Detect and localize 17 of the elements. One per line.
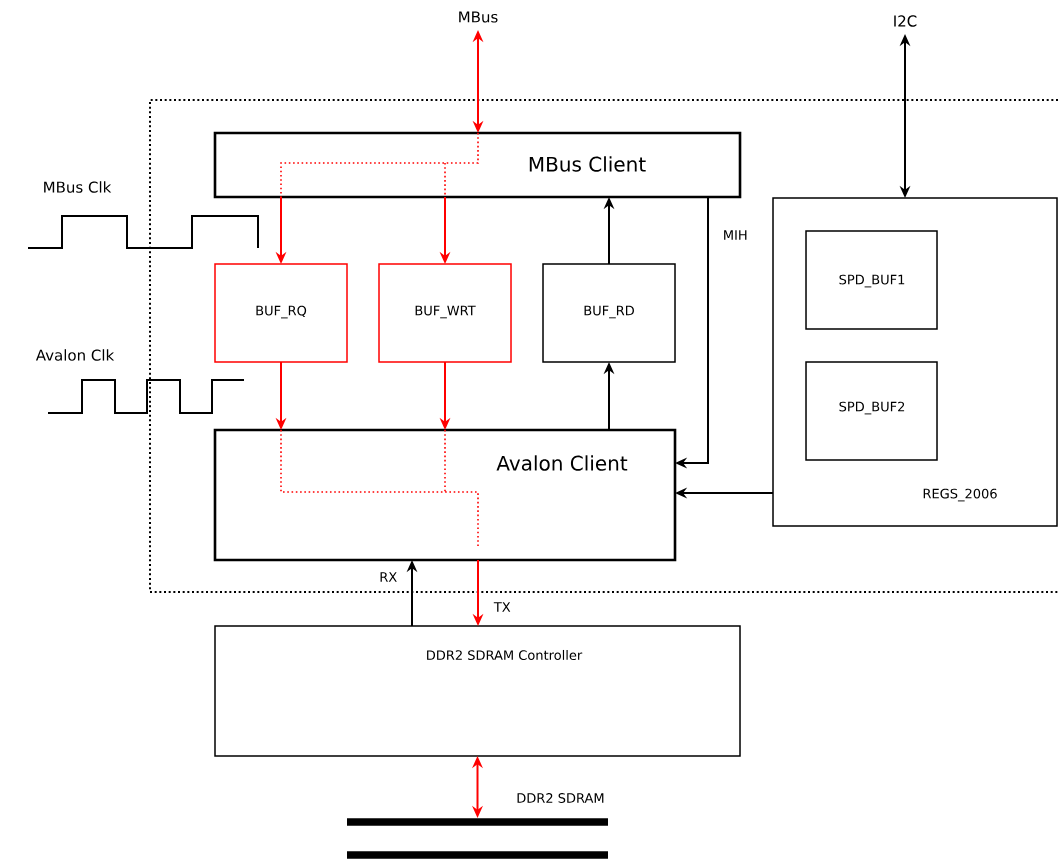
client-block: Avalon Client <box>213 428 677 562</box>
edge-label: RX <box>377 570 399 584</box>
bus-label: I2C <box>894 15 917 27</box>
buffer-box: SPD_BUF2 <box>805 361 938 461</box>
clock-label: Avalon Clk <box>35 349 115 361</box>
buffer-box: BUF_WRT <box>378 263 512 363</box>
dotted-frame <box>149 99 1059 593</box>
buffer-box: BUF_RD <box>542 263 676 363</box>
buffer-box: SPD_BUF1 <box>805 230 938 330</box>
clock-label: MBus Clk <box>44 181 112 193</box>
edge-label: MIH <box>721 228 749 242</box>
memory-bus-label: DDR2 SDRAM <box>517 793 604 803</box>
edge-label: TX <box>492 600 512 614</box>
buffer-box: BUF_RQ <box>214 263 348 363</box>
client-block: MBus Client <box>213 131 742 199</box>
bus-label: MBus <box>459 11 498 23</box>
controller-block: DDR2 SDRAM Controller <box>214 625 741 757</box>
